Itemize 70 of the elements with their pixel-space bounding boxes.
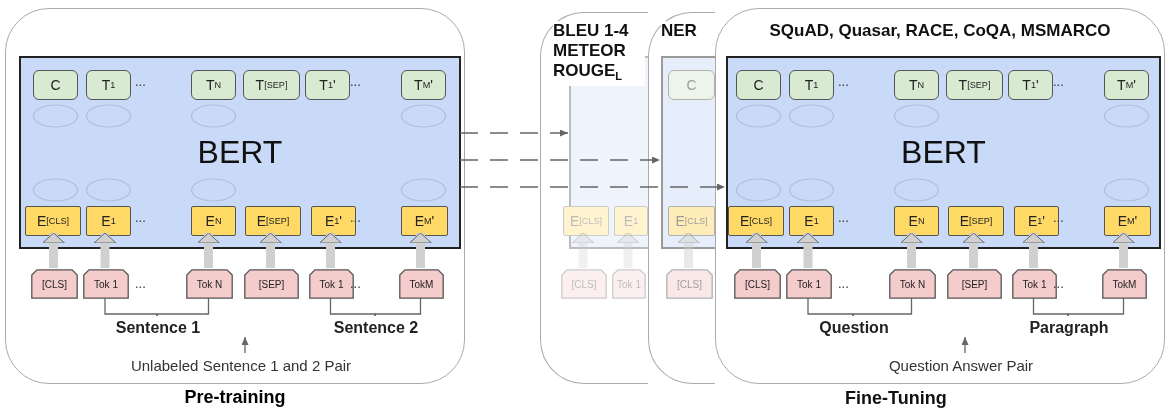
token-box: Tok N — [889, 269, 936, 299]
panel-title: BLEU 1-4 METEOR ROUGE$_{L}$ — [553, 21, 645, 87]
ellipsis: ... — [350, 276, 361, 291]
output-box: C — [33, 70, 78, 100]
token-box: [CLS] — [666, 269, 713, 299]
token-box: [SEP] — [244, 269, 299, 299]
dashed-arrow — [459, 183, 726, 191]
segment-label: Question — [799, 317, 909, 339]
token-box: TokM — [1102, 269, 1147, 299]
arrow — [241, 336, 249, 354]
bracket-line — [852, 297, 913, 317]
model-name: BERT — [900, 134, 987, 171]
input-caption: Question Answer Pair — [841, 355, 1081, 375]
token-box: TokM — [399, 269, 444, 299]
dashed-arrow — [459, 156, 661, 164]
bracket-line — [1032, 297, 1069, 317]
input-caption: Unlabeled Sentence 1 and 2 Pair — [121, 355, 361, 375]
ellipsis: ... — [1053, 74, 1064, 89]
block-arrow — [409, 232, 432, 268]
ellipsis: ... — [135, 74, 146, 89]
ellipsis: ... — [135, 276, 146, 291]
block-arrow — [1022, 232, 1045, 268]
bracket-line — [1067, 297, 1125, 317]
block-arrow — [319, 232, 342, 268]
token-box: Tok N — [186, 269, 233, 299]
output-box: C — [736, 70, 781, 100]
block-arrow — [616, 232, 640, 268]
ellipsis: ... — [838, 210, 849, 225]
block-arrow — [677, 232, 700, 268]
block-arrow — [745, 232, 768, 268]
ellipsis: ... — [350, 74, 361, 89]
block-arrow — [197, 232, 220, 268]
panel-card — [648, 12, 715, 384]
ellipsis: ... — [350, 210, 361, 225]
token-box: Tok 1 — [786, 269, 832, 299]
segment-label: Sentence 1 — [103, 317, 213, 339]
section-caption: Fine-Tuning — [845, 388, 947, 409]
token-box: [CLS] — [734, 269, 781, 299]
token-box: [CLS] — [31, 269, 78, 299]
block-arrow — [900, 232, 923, 268]
segment-label: Paragraph — [1014, 317, 1124, 339]
bracket-line — [104, 297, 158, 317]
ellipsis: ... — [135, 210, 146, 225]
model-box — [726, 56, 1161, 249]
model-box — [19, 56, 461, 249]
block-arrow — [42, 232, 65, 268]
segment-label: Sentence 2 — [321, 317, 431, 339]
arrow — [961, 336, 969, 354]
block-arrow — [962, 232, 985, 268]
ellipsis: ... — [838, 74, 849, 89]
panel-card — [715, 8, 1165, 384]
block-arrow — [796, 232, 820, 268]
block-arrow — [259, 232, 282, 268]
panel-card — [540, 12, 648, 384]
ellipsis: ... — [838, 276, 849, 291]
output-box: C — [668, 70, 715, 100]
panel-title: SQuAD, Quasar, RACE, CoQA, MSMARCO — [768, 21, 1112, 41]
panel-title: Pre-training — [183, 387, 287, 408]
bracket-line — [374, 297, 422, 317]
block-arrow — [1112, 232, 1135, 268]
bracket-line — [156, 297, 210, 317]
ellipsis: ... — [1053, 210, 1064, 225]
dashed-arrow — [459, 129, 569, 137]
ellipsis: ... — [1053, 276, 1064, 291]
token-box: Tok 1 — [83, 269, 129, 299]
token-box: [SEP] — [947, 269, 1002, 299]
block-arrow — [93, 232, 117, 268]
bracket-line — [807, 297, 854, 317]
bracket-line — [329, 297, 376, 317]
model-name: BERT — [196, 134, 284, 171]
